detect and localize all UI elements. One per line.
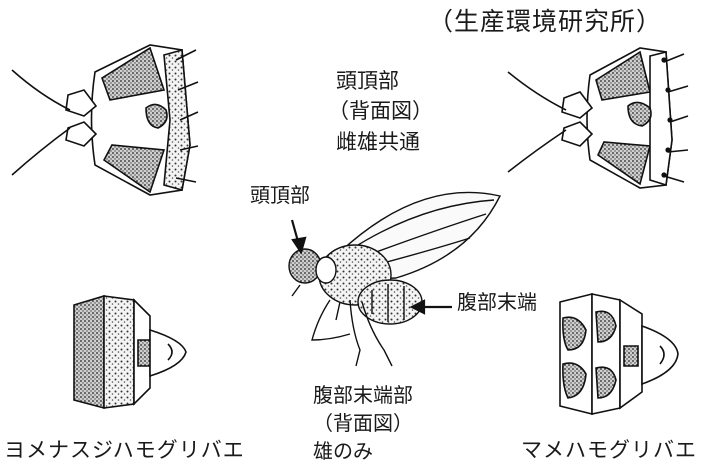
species-name-right: マメハモグリバエ [521,437,697,463]
abdomen-caption-line2: （背面図） [313,411,413,436]
abdomen-pointer-label: 腹部末端 [457,290,537,315]
source-credit: （生産環境研究所） [428,6,662,37]
head-caption-line2: （背面図） [328,98,433,124]
arrow-to-head [292,220,305,252]
abdomen-caption-line3: 雄のみ [313,439,413,464]
head-caption-line3: 雌雄共通 [336,129,433,155]
head-caption: 頭頂部 （背面図） 雌雄共通 [336,68,433,159]
species-name-left: ヨメナスジハモグリバエ [4,437,245,463]
abdomen-caption: 腹部末端部 （背面図） 雄のみ [313,383,413,467]
head-caption-line1: 頭頂部 [336,68,433,94]
arrow-to-abdomen [412,301,452,313]
abdomen-diagram-left [74,296,186,408]
head-pointer-label: 頭頂部 [250,183,310,208]
abdomen-caption-line1: 腹部末端部 [313,383,413,408]
abdomen-diagram-right [560,294,678,414]
head-diagram-right [508,48,688,188]
fly-illustration [289,192,500,366]
head-diagram-left [12,45,198,195]
